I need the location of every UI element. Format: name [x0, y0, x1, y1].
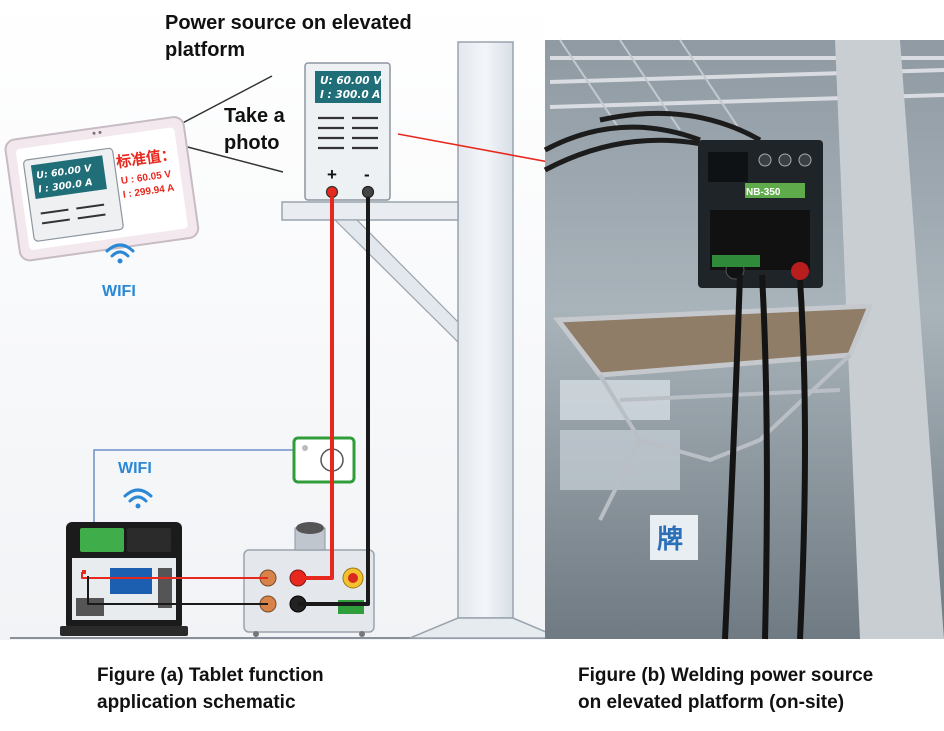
wifi-label-bottom: WIFI — [118, 460, 152, 477]
schematic-panel: U: 60.00 V I : 300.0 A + - — [0, 0, 752, 640]
caption-a-line1: Figure (a) Tablet function — [97, 665, 324, 686]
power-source-title: Power source on elevated platform — [165, 12, 417, 61]
pillar — [409, 41, 561, 639]
power-source-unit: U: 60.00 V I : 300.0 A + - — [304, 62, 391, 201]
sign-character: 牌 — [657, 524, 683, 555]
wifi-icon — [105, 243, 135, 264]
take-photo-label: Take a photo — [224, 105, 290, 154]
psu-negative-label: - — [364, 165, 370, 184]
site-photo: NB-350 牌 — [543, 39, 944, 640]
shunt-device — [243, 522, 375, 637]
caption-b-line1: Figure (b) Welding power source — [578, 665, 873, 686]
psu-current-readout: I : 300.0 A — [320, 89, 380, 101]
psu-negative-terminal — [361, 185, 375, 199]
psu-vent-slots — [318, 116, 378, 150]
tablet: U: 60.00 V I : 300.0 A 标准值： U : 60.05 V … — [4, 116, 200, 262]
red-signal-wire — [81, 572, 268, 579]
current-sensor-box — [292, 436, 356, 484]
wires — [81, 197, 370, 606]
psu-display — [315, 71, 381, 103]
welding-machine: NB-350 — [698, 140, 823, 288]
camera-view-lines — [172, 75, 284, 173]
black-signal-wire — [87, 576, 268, 605]
machine-label: NB-350 — [746, 187, 781, 198]
caption-b-line2: on elevated platform (on-site) — [578, 692, 844, 713]
wifi-icon-lower — [123, 488, 153, 509]
psu-positive-label: + — [327, 165, 337, 184]
wifi-label-top: WIFI — [102, 283, 136, 300]
red-wire — [298, 197, 334, 580]
psu-voltage-readout: U: 60.00 V — [320, 75, 382, 87]
psu-positive-terminal — [325, 185, 339, 199]
caption-a-line2: application schematic — [97, 692, 296, 713]
black-wire — [298, 197, 370, 606]
